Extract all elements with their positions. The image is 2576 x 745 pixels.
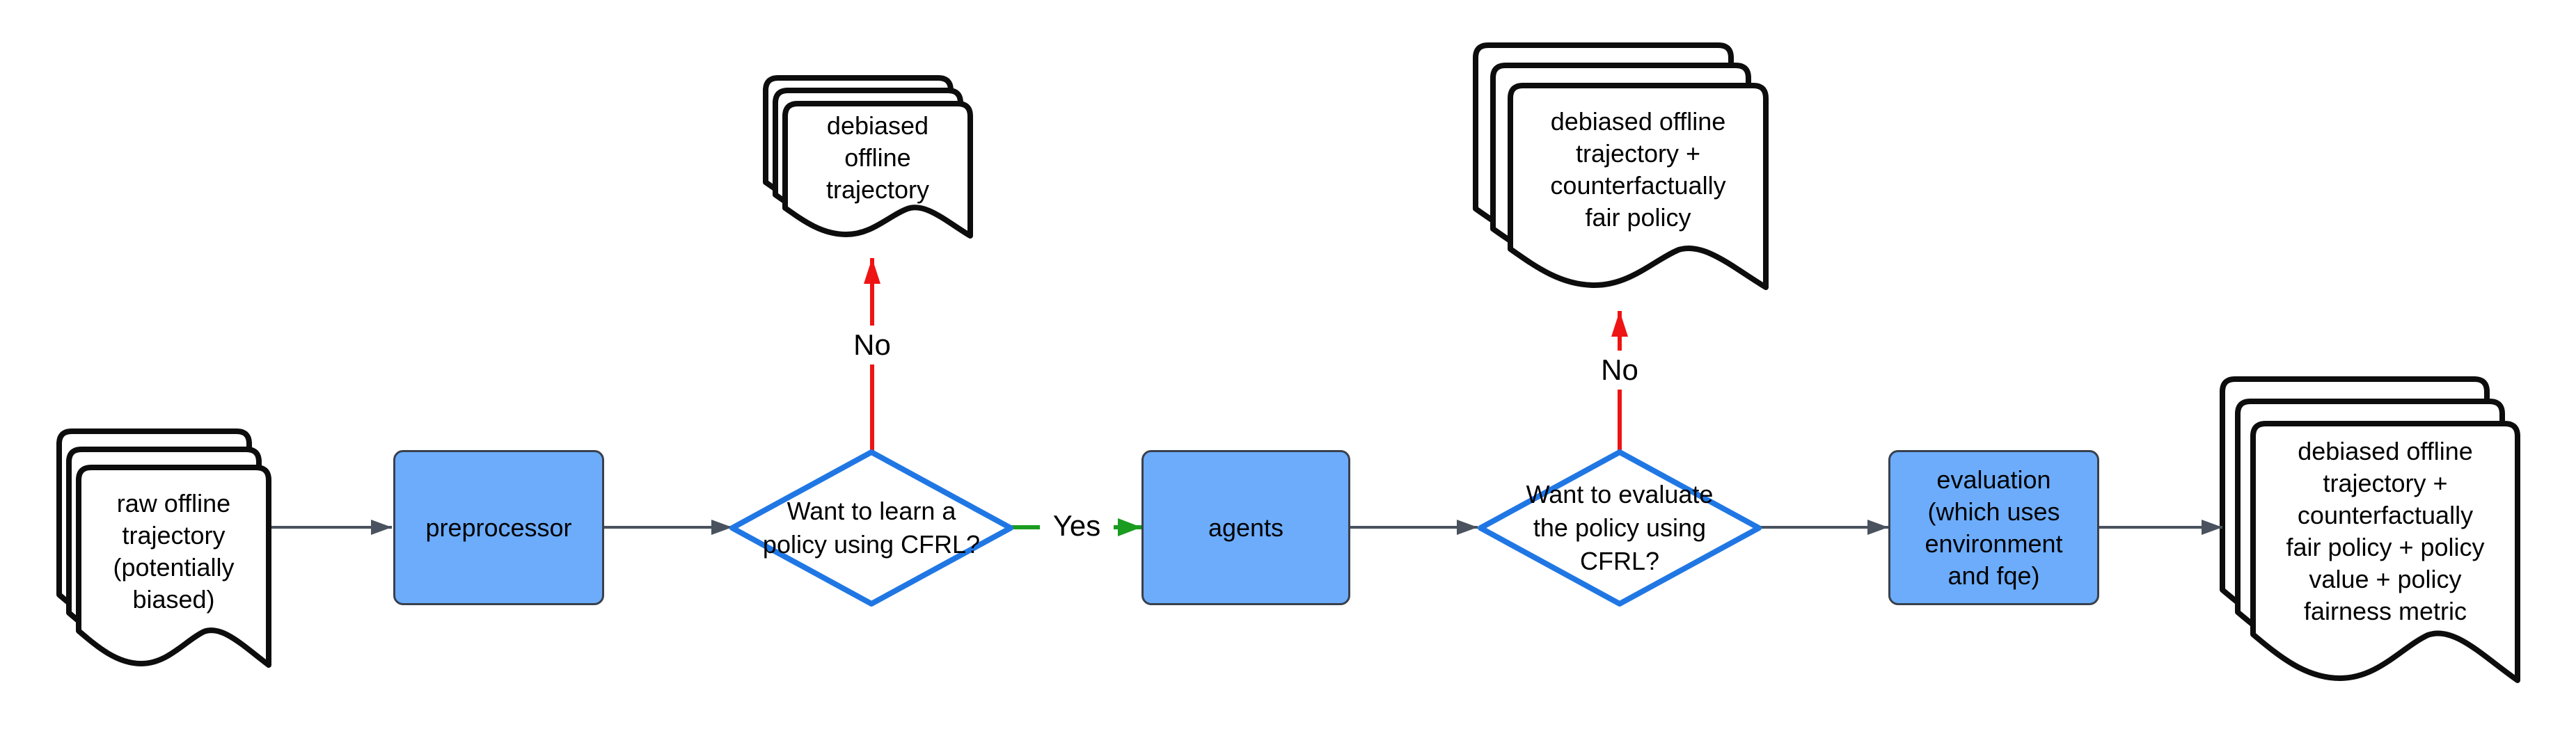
yes-label: Yes	[1052, 509, 1101, 542]
document-final-outputs	[2220, 376, 2520, 683]
document-raw-trajectory	[56, 428, 271, 668]
document-sheet-front	[782, 101, 973, 239]
document-debiased-trajectory	[763, 75, 973, 239]
document-sheet-front	[2250, 421, 2520, 683]
document-sheet-front	[76, 465, 271, 668]
no-label-learn: No	[853, 328, 891, 361]
no-branches	[864, 258, 1628, 451]
process-preprocessor: preprocessor	[393, 450, 604, 605]
document-debiased-fair-policy	[1473, 42, 1769, 290]
process-evaluation: evaluation (which uses environment and f…	[1888, 450, 2099, 605]
document-sheet-front	[1508, 83, 1769, 290]
decision-learn-policy	[729, 449, 1013, 607]
decision-evaluate-policy	[1478, 449, 1762, 607]
process-agents: agents	[1141, 450, 1350, 605]
no-label-evaluate: No	[1601, 353, 1638, 386]
